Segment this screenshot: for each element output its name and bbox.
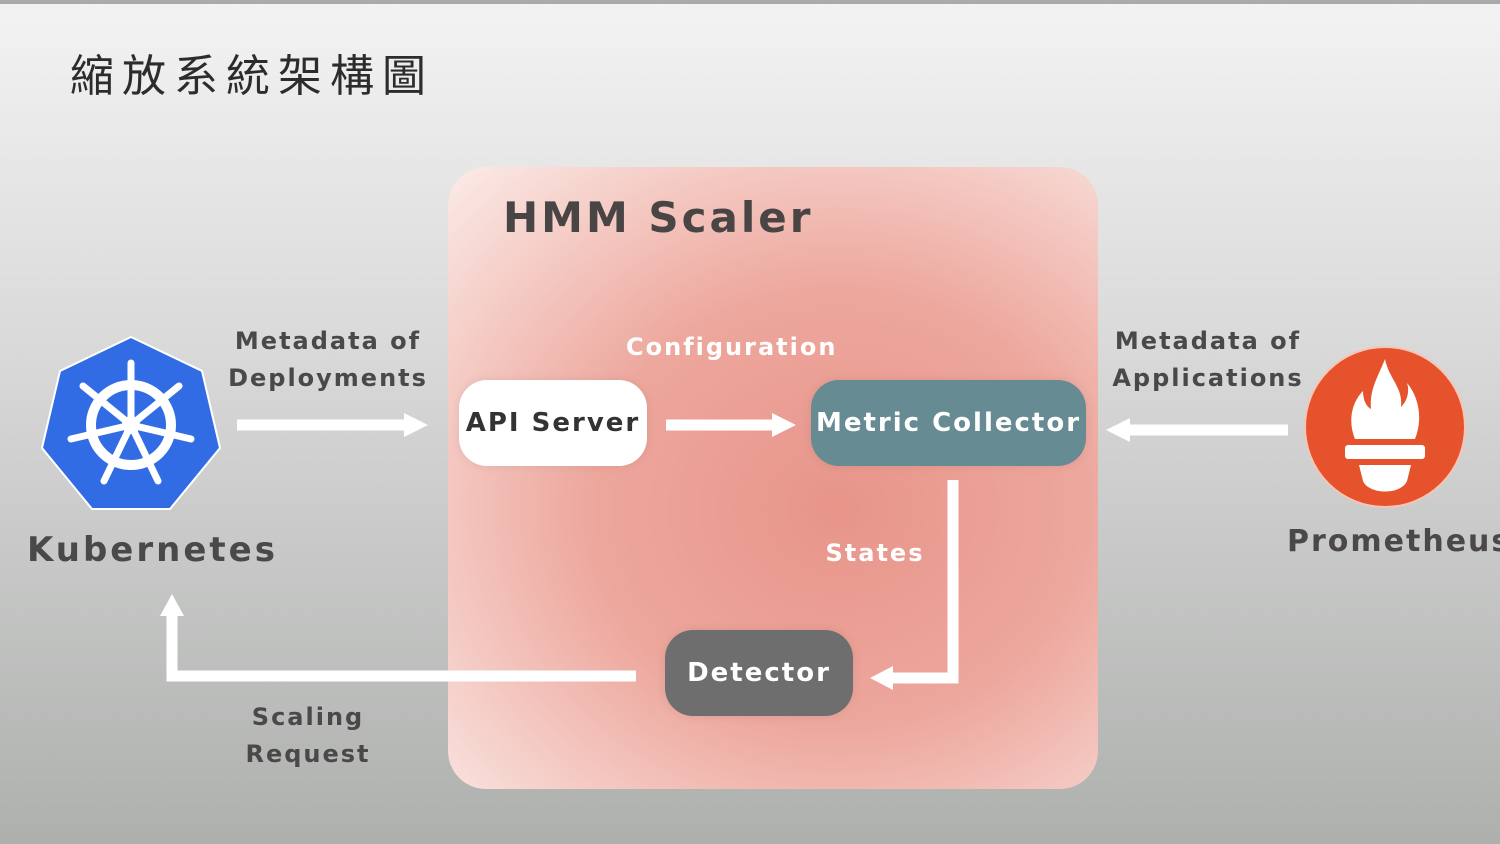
k8s-to-api-arrowhead [404,413,428,437]
helm-wheel-icon [67,359,195,485]
prom-to-collector-arrowhead [1106,418,1130,442]
api-server-node: API Server [459,380,647,466]
torch-flame-icon [1345,359,1425,492]
metric-collector-node: Metric Collector [811,380,1086,466]
states-label: States [825,539,925,567]
scaling-request-arrowhead [160,594,184,616]
top-border [0,0,1500,4]
collector-to-detector-arrowhead [870,666,893,690]
detector-node: Detector [665,630,853,716]
configuration-label: Configuration [626,333,838,361]
deployments-metadata-line1: Metadata of [234,327,422,355]
hmm-scaler-title: HMM Scaler [503,193,814,242]
applications-metadata-line2: Applications [1112,364,1304,392]
kubernetes-label: Kubernetes [27,530,278,570]
scaling-request-label: Scaling Request [245,703,371,768]
deployments-metadata-label: Metadata of Deployments [228,323,428,397]
deployments-metadata-line2: Deployments [228,364,428,392]
scaling-request-arrow-shaft [166,614,636,682]
prometheus-label: Prometheus [1287,524,1500,559]
applications-metadata-line1: Metadata of [1114,327,1302,355]
applications-metadata-label: Metadata of Applications [1108,323,1308,397]
collector-to-detector-arrow-shaft [890,480,959,684]
kubernetes-logo [40,335,222,510]
api-to-collector-arrowhead [772,413,796,437]
page-title: 縮放系統架構圖 [70,51,434,102]
prometheus-logo [1304,346,1466,508]
